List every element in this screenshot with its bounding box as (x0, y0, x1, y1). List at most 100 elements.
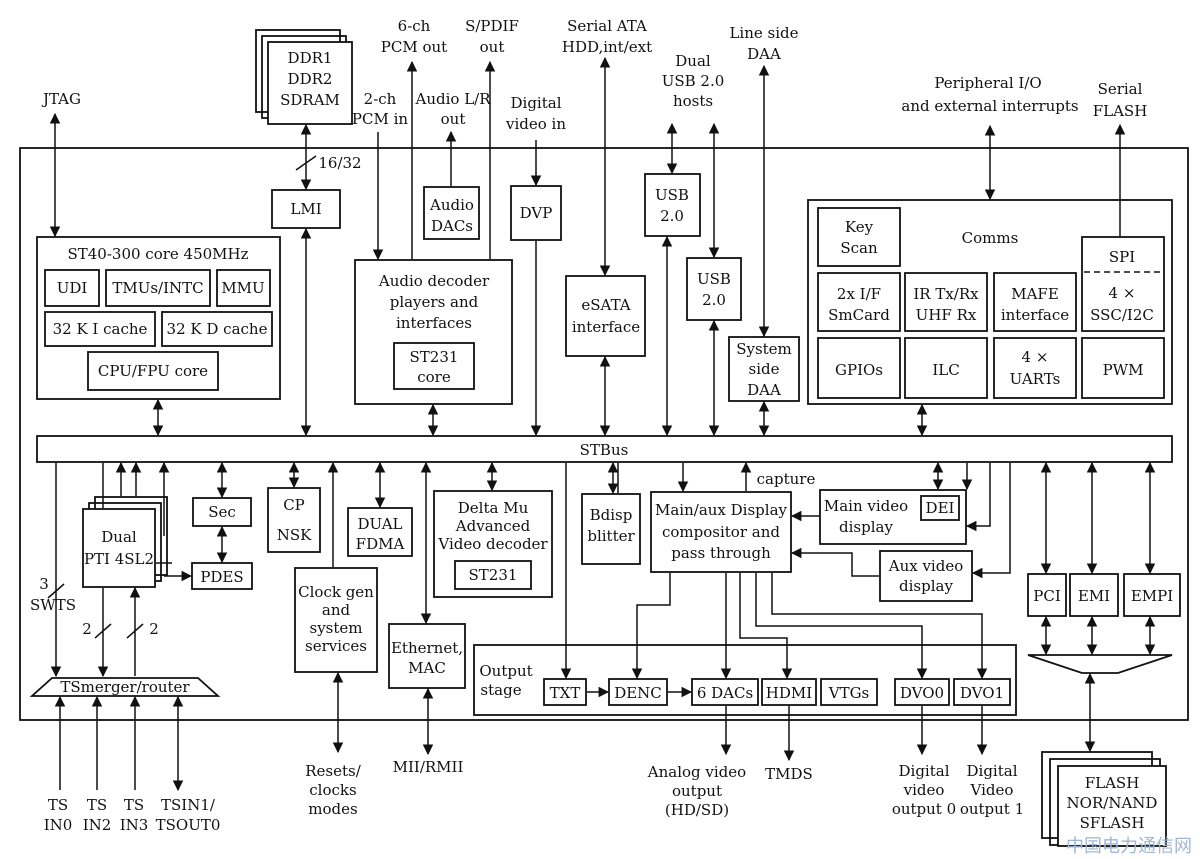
pcm2-label-2: PCM in (352, 110, 408, 128)
swts-label-2: SWTS (30, 596, 76, 614)
uarts-box (993, 337, 1077, 399)
gpios-box (817, 337, 901, 399)
usb1-box (644, 173, 701, 237)
dvo0-label: DVO0 (900, 684, 944, 702)
mux-trapezoid (1027, 654, 1173, 674)
system-daa-label-2: side (749, 360, 780, 378)
spdif-label-1: S/PDIF (465, 17, 519, 35)
ethernet-label-2: MAC (408, 659, 446, 677)
st231-audio-box (393, 342, 475, 390)
smcard-label-2: SmCard (828, 306, 890, 324)
usb2-label-1: USB (697, 270, 731, 288)
audio-dacs-label-2: DACs (431, 217, 473, 235)
audio-lr-label-1: Audio L/R (415, 90, 492, 108)
clock-gen-label-2: and (322, 601, 351, 619)
flash-label-2: NOR/NAND (1067, 794, 1158, 812)
empi-label: EMPI (1131, 587, 1173, 605)
peripheral-io-label-1: Peripheral I/O (934, 74, 1041, 92)
pcm2-label-1: 2-ch (364, 90, 397, 108)
spi-box (1081, 236, 1165, 332)
uarts-label-2: UARTs (1010, 370, 1061, 388)
dei-box (920, 495, 960, 521)
usb-hosts-label-2: USB 2.0 (662, 72, 725, 90)
st231-video-label: ST231 (469, 566, 518, 584)
pti-label-2: PTI 4SL2 (84, 550, 154, 568)
main-video-label-2: display (839, 518, 893, 536)
pwm-box (1081, 337, 1165, 399)
flash-label-1: FLASH (1085, 774, 1140, 792)
dvo0-out-label-2: video (903, 781, 945, 799)
uarts-label-1: 4 × (1022, 348, 1049, 366)
watermark: 中国电力通信网 (1066, 836, 1192, 857)
usb1-label-2: 2.0 (660, 207, 684, 225)
txt-label: TXT (550, 684, 581, 702)
dacs6-label: 6 DACs (697, 684, 753, 702)
tmds-label: TMDS (765, 765, 813, 783)
smcard-label-1: 2x I/F (837, 285, 881, 303)
resets-label-1: Resets/ (305, 762, 361, 780)
core-title: ST40-300 core 450MHz (67, 245, 248, 263)
tsmerger-trapezoid (29, 677, 221, 697)
mafe-label-1: MAFE (1011, 285, 1059, 303)
usb1-label-1: USB (655, 186, 689, 204)
pcm6-label-1: 6-ch (398, 17, 431, 35)
bus-width-label: 16/32 (318, 154, 361, 172)
sata-label-1: Serial ATA (567, 17, 647, 35)
audio-dacs-box (423, 186, 480, 240)
icache-box (44, 311, 156, 347)
pti-label-1: Dual (101, 528, 137, 546)
compositor-label-2: compositor and (662, 523, 780, 541)
tmus-label: TMUs/INTC (112, 279, 203, 297)
main-video-box (819, 489, 967, 545)
ethernet-label-1: Ethernet, (391, 639, 463, 657)
icache-label: 32 K I cache (53, 320, 148, 338)
gpios-label: GPIOs (835, 361, 883, 379)
fdma-label-1: DUAL (358, 515, 403, 533)
dcache-label: 32 K D cache (167, 320, 268, 338)
dcache-box (161, 311, 273, 347)
two-label-b: 2 (149, 620, 159, 638)
bdisp-label-2: blitter (587, 527, 635, 545)
udi-box (44, 269, 100, 307)
main-video-label-1: Main video (824, 497, 908, 515)
audio-dacs-label-1: Audio (429, 196, 474, 214)
delta-label-1: Delta Mu (458, 499, 529, 517)
ssc-label-1: 4 × (1109, 284, 1136, 302)
compositor-label-1: Main/aux Display (655, 501, 788, 519)
dvo0-out-label-3: output 0 (892, 800, 956, 818)
cpufpu-label: CPU/FPU core (98, 362, 208, 380)
pwm-label: PWM (1103, 361, 1144, 379)
analog-out-label-2: output (672, 782, 722, 800)
serial-flash-label-1: Serial (1098, 80, 1143, 98)
pdes-label: PDES (200, 568, 243, 586)
digital-video-in-label-1: Digital (511, 94, 562, 112)
capture-label: capture (757, 470, 816, 488)
swts-label-1: 3 (39, 575, 49, 593)
tsin1-label-2: TSOUT0 (156, 816, 221, 834)
bdisp-label-1: Bdisp (590, 506, 633, 524)
audio-decoder-label-3: interfaces (396, 314, 472, 332)
audio-decoder-label-2: players and (390, 293, 479, 311)
output-stage-label-2: stage (480, 681, 521, 699)
smcard-box (817, 272, 901, 332)
irtx-label-2: UHF Rx (916, 306, 977, 324)
udi-label: UDI (57, 279, 88, 297)
emi-label: EMI (1078, 587, 1110, 605)
resets-label-3: modes (308, 800, 357, 818)
key-scan-label-1: Key (845, 218, 874, 236)
output-stage-label-1: Output (479, 662, 532, 680)
dvo1-out-label-3: output 1 (960, 800, 1024, 818)
jtag-label: JTAG (41, 90, 81, 108)
key-scan-label-2: Scan (840, 239, 878, 257)
esata-label-2: interface (572, 318, 640, 336)
delta-label-3: Video decoder (437, 535, 548, 553)
st231-audio-label-2: core (417, 368, 451, 386)
peripheral-io-label-2: and external interrupts (901, 97, 1078, 115)
sec-label: Sec (208, 503, 236, 521)
spi-label: SPI (1109, 248, 1135, 266)
output-stage-box (473, 644, 1017, 716)
tsmerger-label: TSmerger/router (60, 678, 190, 696)
pcm6-label-2: PCM out (381, 38, 447, 56)
mafe-box (993, 272, 1077, 332)
mmu-box (216, 269, 271, 307)
